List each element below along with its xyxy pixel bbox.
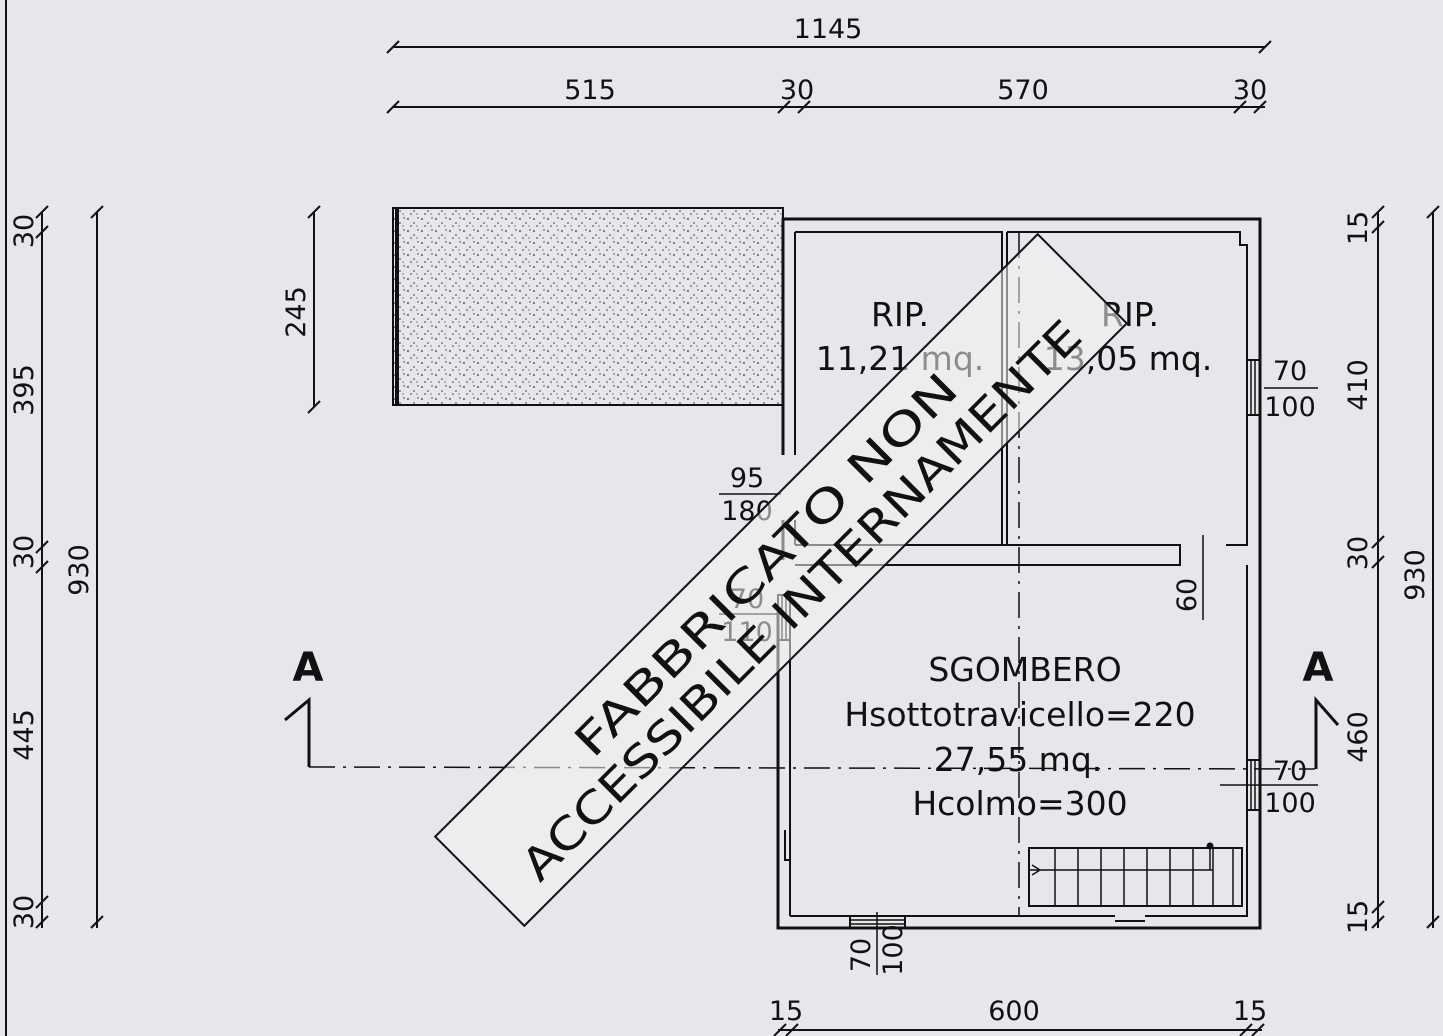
- dim-top-515: 515: [564, 75, 616, 106]
- dim-left-30-bottom: 30: [9, 895, 40, 929]
- window-right-top-width: 70: [1273, 356, 1307, 387]
- window-right-top-height: 100: [1264, 392, 1316, 423]
- dotted-terrace-area: [392, 207, 784, 406]
- room-main-height-ridge: Hcolmo=300: [912, 784, 1127, 823]
- door-width: 95: [730, 463, 764, 494]
- room-rip1-name: RIP.: [871, 295, 929, 334]
- left-dimension-lines: [35, 205, 321, 929]
- dim-right-410: 410: [1343, 359, 1374, 411]
- room-main-height-beam: Hsottotravicello=220: [844, 695, 1195, 734]
- dim-right-15-bottom: 15: [1343, 900, 1374, 934]
- dim-top-total: 1145: [794, 14, 863, 45]
- dim-right-460: 460: [1343, 711, 1374, 763]
- window-bottom-width: 70: [846, 938, 877, 972]
- dim-top-30-right: 30: [1233, 75, 1267, 106]
- window-right-bottom-height: 100: [1264, 788, 1316, 819]
- dim-bottom-15-left: 15: [769, 996, 803, 1027]
- section-label-right: A: [1303, 645, 1334, 691]
- section-line-a-a: [284, 696, 1340, 770]
- dim-stair-60: 60: [1172, 578, 1203, 612]
- dim-top-570: 570: [997, 75, 1049, 106]
- dim-left-395: 395: [9, 364, 40, 416]
- section-label-left: A: [293, 645, 324, 691]
- dim-right-930: 930: [1400, 549, 1431, 601]
- bottom-dimension-lines: [773, 1023, 1265, 1036]
- dim-bottom-600: 600: [988, 996, 1040, 1027]
- window-bottom-height: 100: [878, 924, 909, 976]
- dim-right-15-top: 15: [1343, 211, 1374, 245]
- dim-left-30-mid: 30: [9, 535, 40, 569]
- dim-left-245: 245: [281, 286, 312, 338]
- dim-left-445: 445: [9, 709, 40, 761]
- window-right-top: [1246, 359, 1261, 416]
- dim-right-30: 30: [1343, 536, 1374, 570]
- room-main-name: SGOMBERO: [928, 650, 1121, 689]
- dim-left-30-top: 30: [9, 214, 40, 248]
- room-main-area: 27,55 mq.: [934, 740, 1103, 779]
- dim-left-930: 930: [64, 544, 95, 596]
- dim-top-30-left: 30: [780, 75, 814, 106]
- right-dimension-lines: [1371, 205, 1440, 929]
- dim-bottom-15-right: 15: [1233, 996, 1267, 1027]
- window-right-bottom-width: 70: [1273, 756, 1307, 787]
- staircase: [1028, 842, 1243, 907]
- top-dimension-lines: [386, 40, 1272, 114]
